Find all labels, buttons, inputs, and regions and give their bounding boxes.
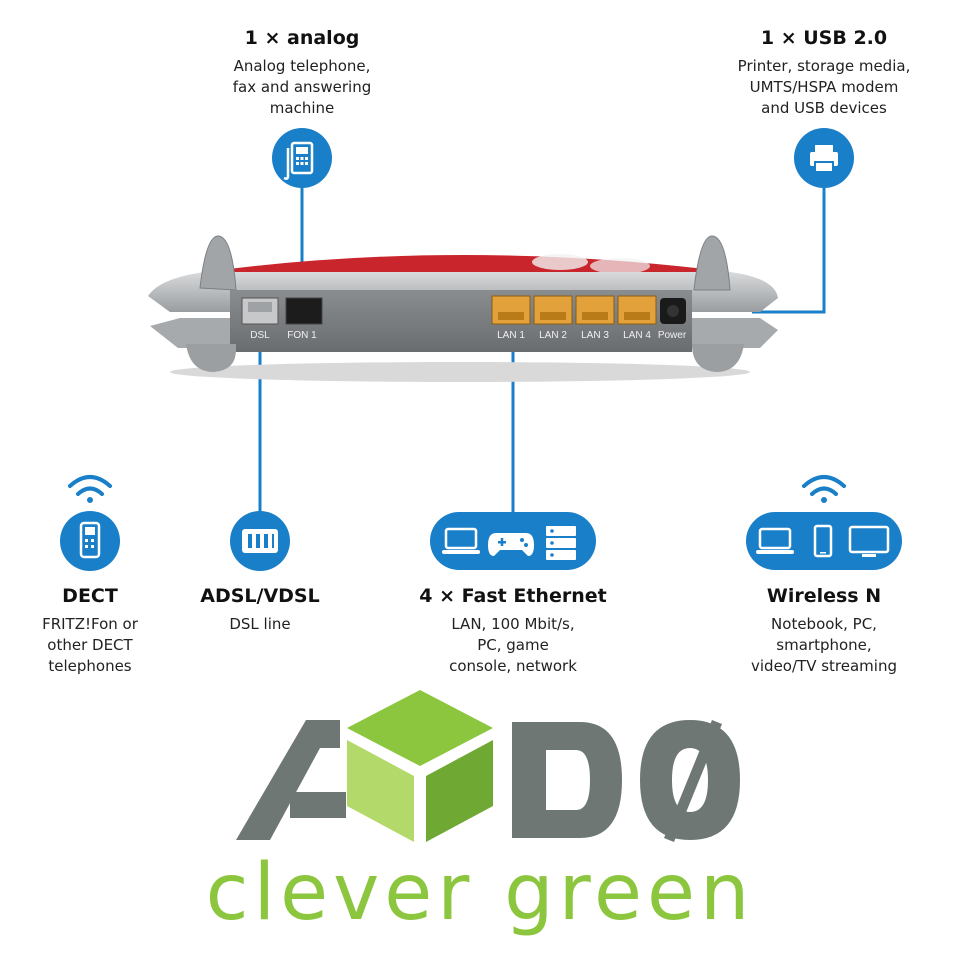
wireless-devices-icon bbox=[746, 512, 902, 570]
callout-ethernet: 4 × Fast Ethernet LAN, 100 Mbit/s, PC, g… bbox=[403, 584, 623, 677]
port-label-dsl: DSL bbox=[250, 330, 270, 341]
callout-usb-line: UMTS/HSPA modem bbox=[749, 78, 899, 96]
laptop-icon bbox=[756, 527, 794, 554]
port-label-lan3: LAN 3 bbox=[581, 330, 609, 341]
printer-icon bbox=[794, 128, 854, 188]
callout-analog-title: 1 × analog bbox=[244, 27, 360, 49]
callout-wireless-line: video/TV streaming bbox=[751, 657, 897, 675]
logo-letter-a bbox=[236, 720, 340, 840]
callout-dect-line: telephones bbox=[48, 657, 132, 675]
callout-analog: 1 × analog Analog telephone, fax and ans… bbox=[202, 26, 402, 119]
callout-dect-title: DECT bbox=[62, 585, 118, 607]
callout-usb-title: 1 × USB 2.0 bbox=[760, 27, 888, 49]
port-label-lan4: LAN 4 bbox=[623, 330, 651, 341]
network-storage-icon bbox=[546, 526, 576, 560]
dect-handset-icon bbox=[60, 511, 120, 571]
callout-wireless: Wireless N Notebook, PC, smartphone, vid… bbox=[714, 584, 934, 677]
callout-ethernet-title: 4 × Fast Ethernet bbox=[419, 585, 607, 607]
left-foot bbox=[186, 344, 236, 372]
callout-dsl-line: DSL line bbox=[229, 615, 291, 633]
logo-cube-right bbox=[426, 740, 493, 842]
callout-analog-line: Analog telephone, bbox=[233, 57, 371, 75]
dsl-splitter-icon bbox=[230, 511, 290, 571]
router: DSL FON 1 LAN 1 LAN 2 LAN 3 LAN 4 Power bbox=[148, 235, 778, 382]
logo-cube-left bbox=[347, 740, 414, 842]
router-shadow bbox=[170, 362, 750, 382]
callout-wireless-line: Notebook, PC, bbox=[771, 615, 877, 633]
callout-ethernet-line: PC, game bbox=[477, 636, 549, 654]
wifi-icon-wireless bbox=[802, 475, 846, 503]
callout-analog-line: fax and answering bbox=[232, 78, 372, 96]
callout-dsl: ADSL/VDSL DSL line bbox=[180, 584, 340, 635]
ethernet-devices-icon bbox=[430, 512, 596, 570]
callout-usb: 1 × USB 2.0 Printer, storage media, UMTS… bbox=[714, 26, 934, 119]
wifi-icon bbox=[68, 475, 112, 503]
logo-letter-o bbox=[640, 720, 740, 840]
callout-ethernet-line: console, network bbox=[449, 657, 577, 675]
callout-dect: DECT FRITZ!Fon or other DECT telephones bbox=[10, 584, 170, 677]
callout-usb-line: and USB devices bbox=[761, 99, 887, 117]
smartphone-icon bbox=[813, 524, 833, 558]
logo-letter-d bbox=[512, 722, 622, 838]
callout-wireless-title: Wireless N bbox=[766, 585, 882, 607]
callout-wireless-line: smartphone, bbox=[776, 636, 872, 654]
port-label-fon1: FON 1 bbox=[287, 330, 317, 341]
phone-icon bbox=[272, 128, 332, 188]
gamepad-icon bbox=[488, 533, 534, 556]
tv-icon bbox=[848, 525, 890, 557]
right-foot bbox=[692, 344, 744, 372]
callout-usb-line: Printer, storage media, bbox=[737, 57, 911, 75]
callout-dect-line: other DECT bbox=[47, 636, 133, 654]
callout-dsl-title: ADSL/VDSL bbox=[200, 585, 320, 607]
logo-tagline: clever green bbox=[205, 848, 755, 938]
callout-analog-line: machine bbox=[269, 99, 335, 117]
usb-connector-line bbox=[752, 186, 826, 314]
fon1-port bbox=[285, 297, 323, 325]
right-antenna bbox=[693, 235, 731, 291]
port-label-lan2: LAN 2 bbox=[539, 330, 567, 341]
left-antenna bbox=[199, 235, 237, 291]
callout-dect-line: FRITZ!Fon or bbox=[42, 615, 138, 633]
port-label-power: Power bbox=[658, 330, 687, 341]
logo-cube-top bbox=[347, 690, 493, 766]
callout-ethernet-line: LAN, 100 Mbit/s, bbox=[451, 615, 575, 633]
laptop-icon bbox=[442, 527, 480, 554]
aydo-logo bbox=[236, 690, 740, 842]
port-label-lan1: LAN 1 bbox=[497, 330, 525, 341]
